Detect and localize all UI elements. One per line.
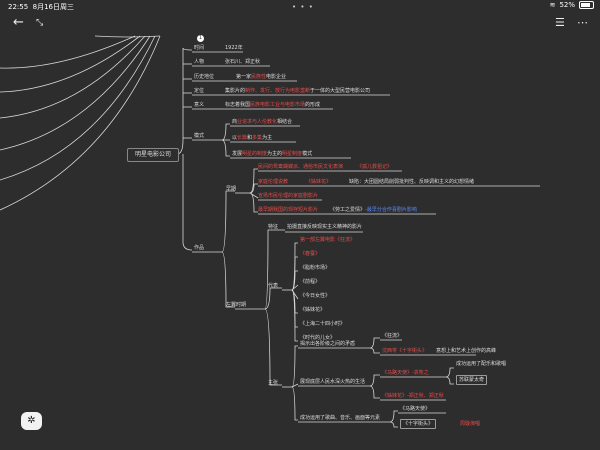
node-time-value[interactable]: 1922年 <box>225 45 243 51</box>
theme-note[interactable]: 成功运用了配乐和歌唱 <box>456 361 507 367</box>
early-row[interactable]: 家庭伦理说教《姊妹花》缺陷：大团圆结局削弱批判性、反映调和主义的幻想情绪 <box>258 179 475 185</box>
theme-sub[interactable]: 《马路天使》-袁牧之 <box>382 370 429 376</box>
rep-item[interactable]: 《上海二十四小时》 <box>300 321 346 327</box>
theme-sub[interactable]: 《姊妹花》-郑正秋、郑正秋 <box>382 393 444 399</box>
node-person[interactable]: 人物 <box>194 59 205 65</box>
status-bar: 22:55 8月16日周三 • • • ≋ 52% <box>0 0 600 12</box>
theme-head[interactable]: 成功运用了歌曲、音乐、画面等元素 <box>300 415 381 421</box>
theme-note[interactable]: 意想上和艺术上创作的高峰 <box>436 348 497 354</box>
node-position-value[interactable]: 集影片的制作、发行、放行为电影垄断于一体的大型民营电影公司 <box>225 88 371 94</box>
theme-note[interactable]: 周璇演唱 <box>460 421 481 427</box>
mode-item[interactable]: 发展明星的制度为主的明星制度模式 <box>232 151 313 157</box>
mode-item[interactable]: 以长篇和多集为主 <box>232 135 273 141</box>
rep-item[interactable]: 《前程》 <box>300 279 321 285</box>
theme-sub[interactable]: 《狂流》 <box>382 333 403 339</box>
node-theme[interactable]: 主张 <box>268 380 279 386</box>
theme-note-box[interactable]: 苏联蒙太奇 <box>456 375 488 385</box>
rep-item[interactable]: 《姊妹花》 <box>300 307 326 313</box>
theme-sub[interactable]: 《马路天使》 <box>400 406 431 412</box>
feature-text[interactable]: 拍摄直接反映现实主义精神的影片 <box>287 224 363 230</box>
wifi-icon: ≋ <box>549 1 556 9</box>
rep-item[interactable]: 《时代的儿女》 <box>300 335 336 341</box>
node-early[interactable]: 早期 <box>226 186 237 192</box>
magic-tool-button[interactable]: ✲ <box>21 412 42 430</box>
status-right: ≋ 52% <box>550 1 594 9</box>
node-history[interactable]: 历史地位 <box>194 74 215 80</box>
node-meaning-value[interactable]: 标志着我国民族电影工业与电影市场的形成 <box>225 102 321 108</box>
node-feature[interactable]: 特征 <box>268 224 279 230</box>
multitask-dots[interactable]: • • • <box>292 3 314 11</box>
collapse-count-badge[interactable]: 1 <box>197 35 204 42</box>
early-row[interactable]: 最早期我国的现存短片影片《劳工之爱情》-最早分合作喜剧片影响 <box>258 207 417 213</box>
theme-head[interactable]: 展现底层人民水深火热的生活 <box>300 379 366 385</box>
node-mode[interactable]: 模式 <box>194 133 205 139</box>
node-meaning[interactable]: 意义 <box>194 102 205 108</box>
rep-item[interactable]: 《春蚕》 <box>300 251 321 257</box>
early-row[interactable]: 民间的鸳鸯蝴蝶派、通俗市民文化表演《孤儿救祖记》 <box>258 164 393 170</box>
battery-percent: 52% <box>559 1 575 9</box>
status-time-date: 22:55 8月16日周三 <box>8 3 75 11</box>
theme-head[interactable]: 揭示出各阶级之间的矛盾 <box>300 341 356 347</box>
outline-list-icon[interactable]: ☰ <box>555 16 565 29</box>
rep-item[interactable]: 《脂粉市场》 <box>300 265 331 271</box>
collapse-icon[interactable]: ⤡ <box>36 18 44 28</box>
early-row[interactable]: 宣扬市民伦理的家庭剧影片 <box>258 193 319 199</box>
root-node[interactable]: 明星电影公司 <box>127 148 179 162</box>
node-works[interactable]: 作品 <box>194 245 205 251</box>
node-time[interactable]: 时间 <box>194 45 205 51</box>
node-history-value[interactable]: 第一家民族性电影企业 <box>236 74 287 80</box>
node-position[interactable]: 定位 <box>194 88 205 94</box>
node-person-value[interactable]: 张石川、郑正秋 <box>225 59 261 65</box>
rep-item[interactable]: 第一部左翼电影《狂流》 <box>300 237 356 243</box>
theme-sub-box[interactable]: 《十字街头》 <box>400 419 437 429</box>
theme-sub[interactable]: 沈西苓《十字街头》 <box>382 348 428 354</box>
node-rep[interactable]: 代表 <box>268 283 279 289</box>
battery-icon <box>579 1 594 9</box>
more-icon[interactable]: ⋯ <box>577 16 588 29</box>
node-leftwing[interactable]: 左翼时期 <box>226 302 247 308</box>
back-arrow-icon[interactable]: ← <box>13 15 24 30</box>
rep-item[interactable]: 《今日女性》 <box>300 293 331 299</box>
mode-item[interactable]: 商业追求与人伦教化相结合 <box>232 119 293 125</box>
